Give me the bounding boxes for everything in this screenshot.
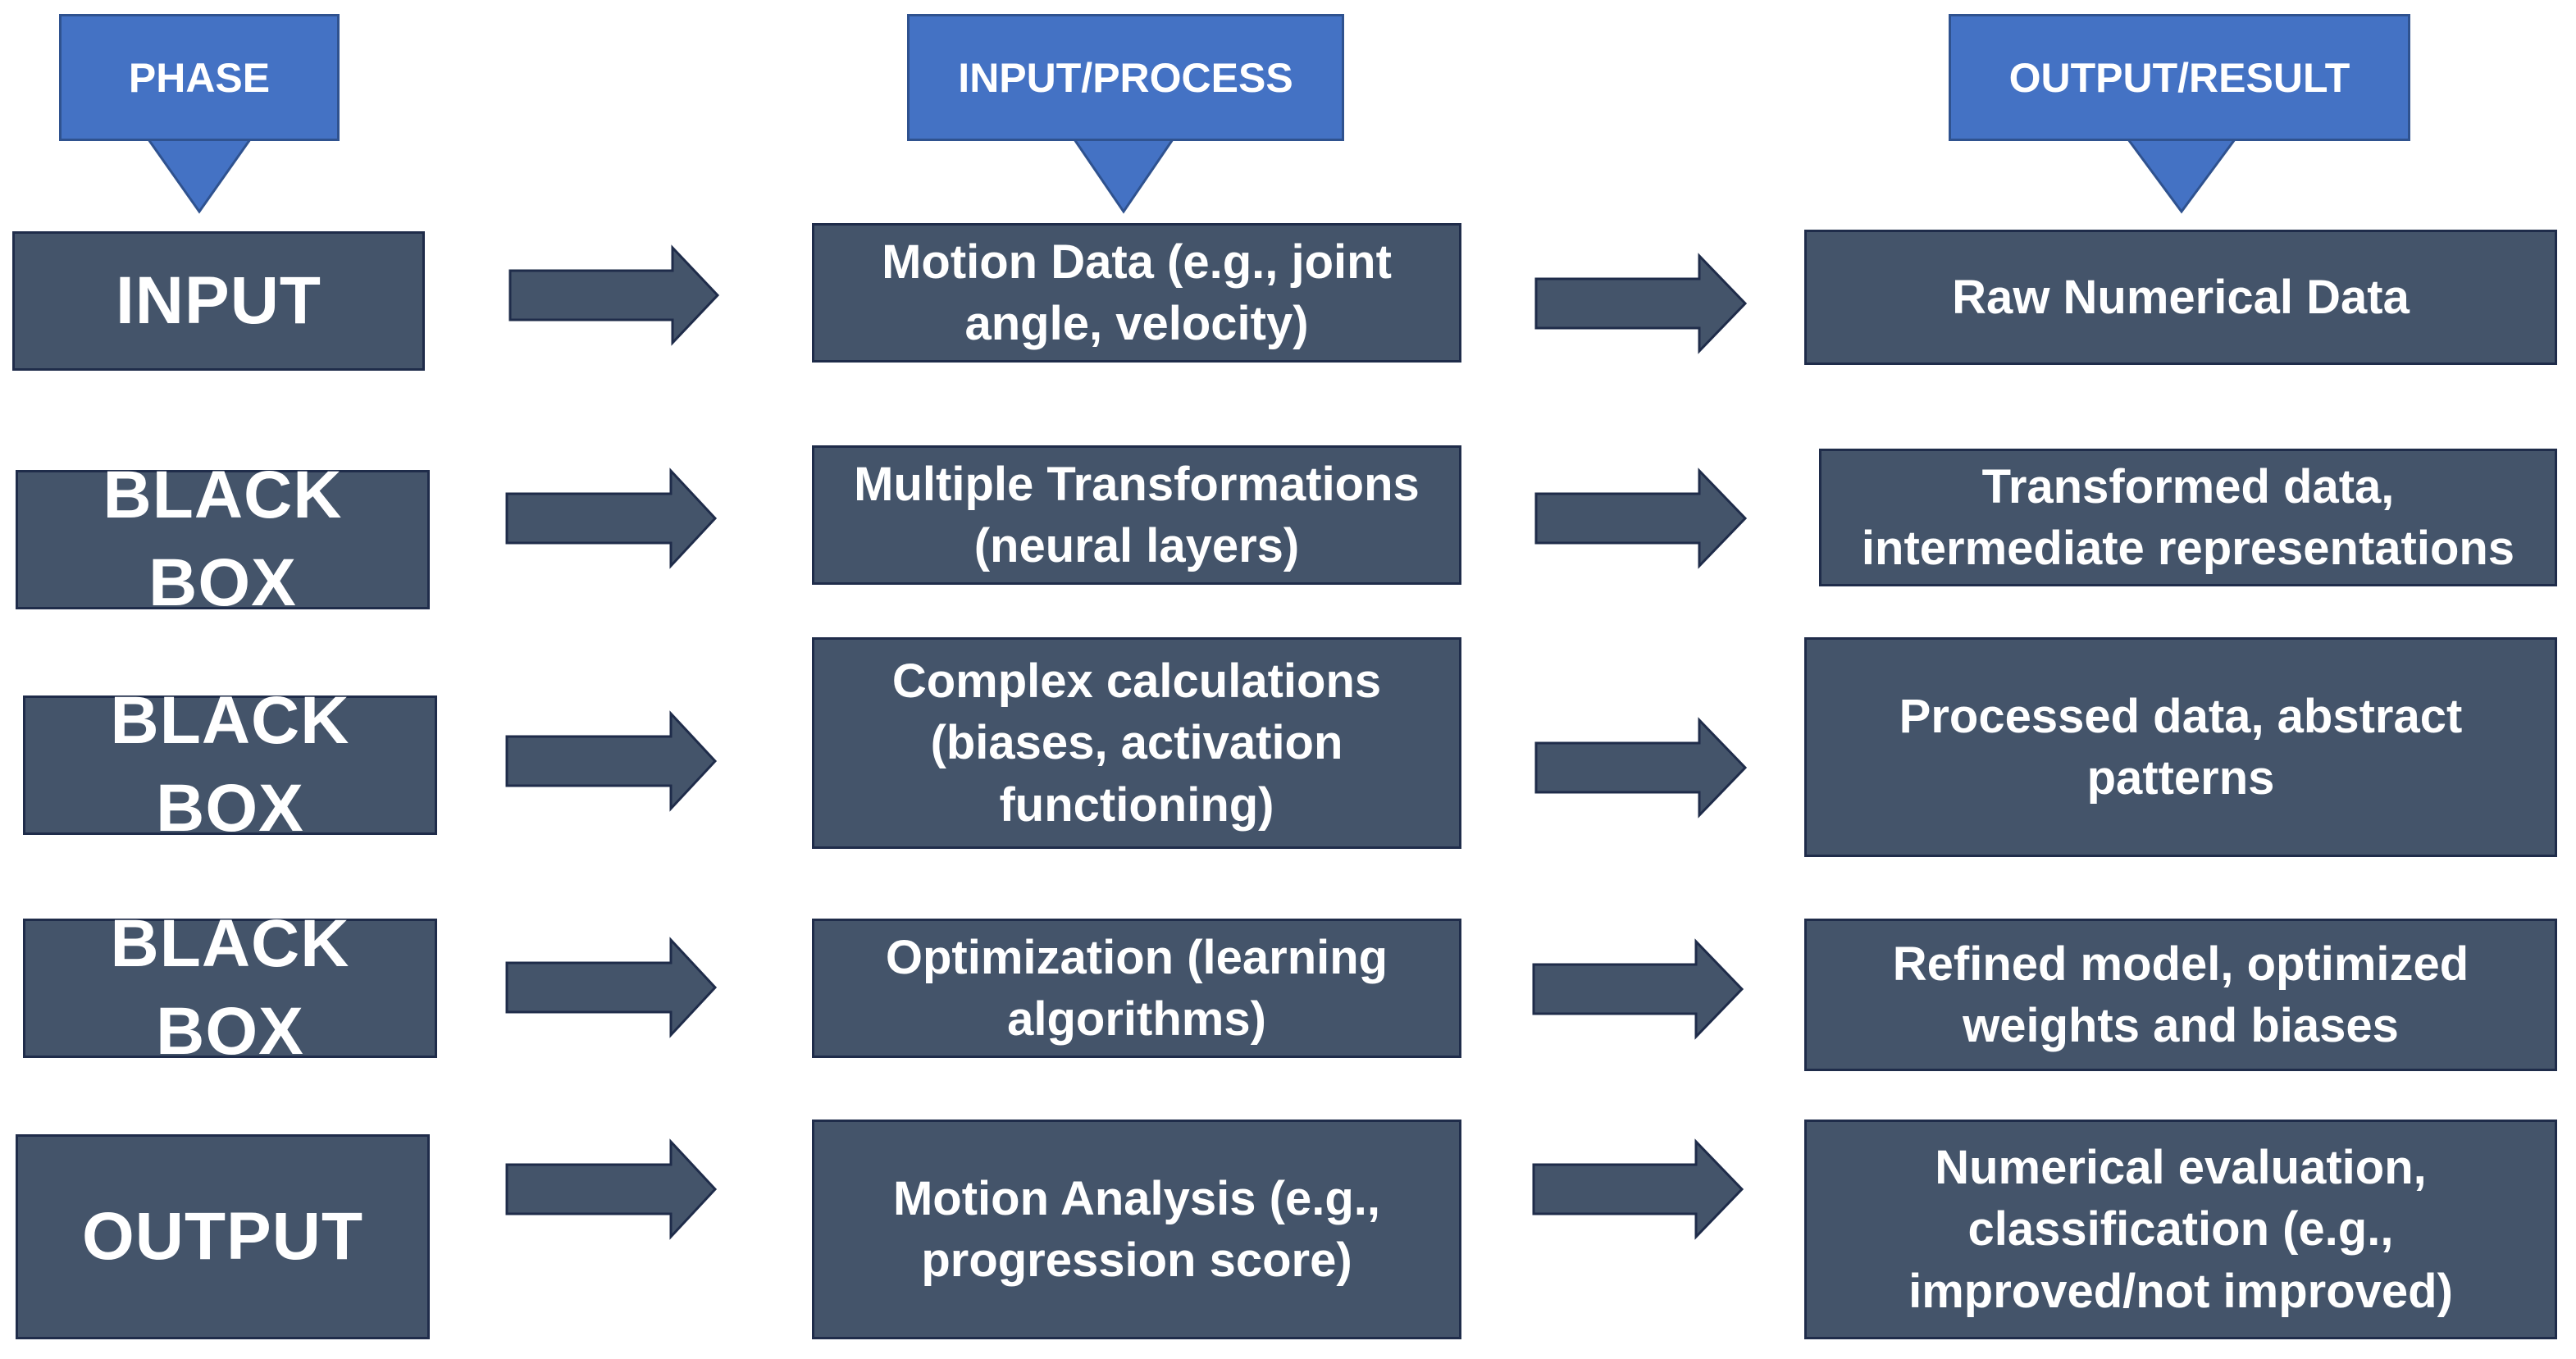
- row-1-arrow-process-to-result: [1534, 253, 1748, 354]
- row-4-result-box: Refined model, optimized weights and bia…: [1804, 919, 2557, 1071]
- row-5-process-box: Motion Analysis (e.g., progression score…: [812, 1120, 1461, 1339]
- row-5-arrow-process-to-result: [1532, 1138, 1744, 1240]
- row-1-process-box: Motion Data (e.g., joint angle, velocity…: [812, 223, 1461, 363]
- row-3-arrow-phase-to-process: [505, 710, 718, 812]
- row-5-phase-box: OUTPUT: [16, 1134, 430, 1339]
- row-4-arrow-process-to-result: [1532, 938, 1744, 1040]
- header-phase-down-arrow: [147, 138, 253, 214]
- row-1-arrow-phase-to-process: [508, 244, 720, 346]
- row-1-result-box: Raw Numerical Data: [1804, 230, 2557, 365]
- row-3-process-box: Complex calculations (biases, activation…: [812, 637, 1461, 849]
- header-phase: PHASE: [59, 14, 340, 141]
- row-2-arrow-process-to-result: [1534, 467, 1748, 569]
- row-3-phase-box: BLACK BOX: [23, 683, 437, 846]
- row-5-arrow-phase-to-process: [505, 1138, 718, 1240]
- row-5-result-box: Numerical evaluation, classification (e.…: [1804, 1120, 2557, 1339]
- row-3-result-box: Processed data, abstract patterns: [1804, 637, 2557, 857]
- row-1-phase-box: INPUT: [12, 231, 425, 371]
- row-3-arrow-process-to-result: [1534, 717, 1748, 819]
- row-2-result-box: Transformed data, intermediate represent…: [1819, 449, 2557, 586]
- header-input-process-down-arrow: [1072, 138, 1175, 214]
- row-2-phase-box: BLACK BOX: [16, 458, 430, 620]
- row-4-process-box: Optimization (learning algorithms): [812, 919, 1461, 1058]
- row-2-arrow-phase-to-process: [505, 467, 718, 569]
- row-4-phase-box: BLACK BOX: [23, 906, 437, 1069]
- header-input-process: INPUT/PROCESS: [907, 14, 1344, 141]
- header-output-result-down-arrow: [2126, 138, 2237, 214]
- row-4-arrow-phase-to-process: [505, 937, 718, 1038]
- header-output-result: OUTPUT/RESULT: [1949, 14, 2410, 141]
- row-2-process-box: Multiple Transformations (neural layers): [812, 445, 1461, 585]
